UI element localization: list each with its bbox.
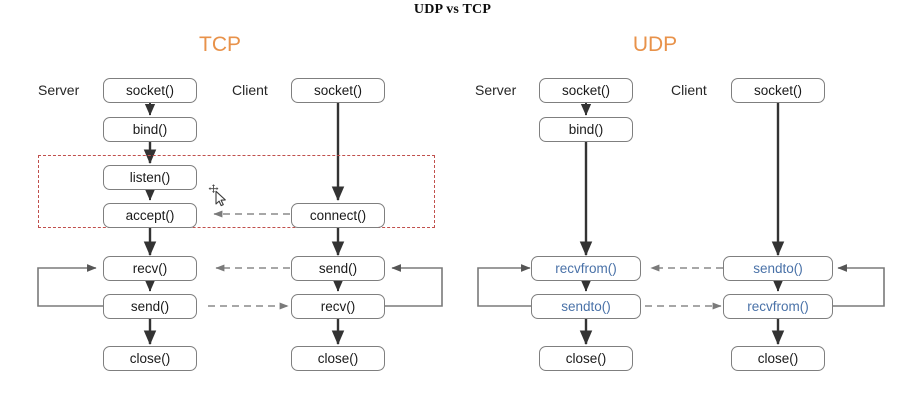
udp-server-node-recvfrom[interactable]: recvfrom() bbox=[531, 256, 641, 281]
page-title: UDP vs TCP bbox=[413, 2, 492, 17]
udp-client-loop-arrow bbox=[833, 264, 885, 307]
tcp-server-node-recv[interactable]: recv() bbox=[103, 256, 197, 281]
udp-client-node-socket[interactable]: socket() bbox=[731, 78, 825, 103]
udp-server-loop-arrow bbox=[477, 264, 537, 307]
udp-server-node-bind[interactable]: bind() bbox=[539, 117, 633, 142]
udp-server-node-close[interactable]: close() bbox=[539, 346, 633, 371]
tcp-server-node-close[interactable]: close() bbox=[103, 346, 197, 371]
move-cursor-icon bbox=[205, 183, 231, 209]
tcp-heading: TCP bbox=[199, 33, 241, 56]
tcp-server-node-send[interactable]: send() bbox=[103, 294, 197, 319]
tcp-client-loop-arrow bbox=[385, 264, 443, 307]
tcp-client-node-connect[interactable]: connect() bbox=[291, 203, 385, 228]
tcp-handshake-region bbox=[38, 155, 435, 228]
tcp-server-node-accept[interactable]: accept() bbox=[103, 203, 197, 228]
tcp-client-node-close[interactable]: close() bbox=[291, 346, 385, 371]
udp-client-node-sendto[interactable]: sendto() bbox=[723, 256, 833, 281]
udp-server-label: Server bbox=[475, 82, 517, 98]
tcp-client-label: Client bbox=[232, 82, 268, 98]
tcp-server-label: Server bbox=[38, 82, 80, 98]
tcp-cross-links bbox=[208, 210, 290, 310]
udp-server-node-socket[interactable]: socket() bbox=[539, 78, 633, 103]
udp-server-node-sendto[interactable]: sendto() bbox=[531, 294, 641, 319]
tcp-server-loop-arrow bbox=[37, 264, 104, 307]
udp-heading: UDP bbox=[632, 33, 678, 56]
tcp-client-node-recv[interactable]: recv() bbox=[291, 294, 385, 319]
udp-client-node-recvfrom[interactable]: recvfrom() bbox=[723, 294, 833, 319]
udp-cross-links bbox=[645, 264, 723, 310]
tcp-server-node-bind[interactable]: bind() bbox=[103, 117, 197, 142]
udp-client-node-close[interactable]: close() bbox=[731, 346, 825, 371]
tcp-server-node-socket[interactable]: socket() bbox=[103, 78, 197, 103]
tcp-client-node-socket[interactable]: socket() bbox=[291, 78, 385, 103]
tcp-client-node-send[interactable]: send() bbox=[291, 256, 385, 281]
tcp-server-node-listen[interactable]: listen() bbox=[103, 165, 197, 190]
udp-client-label: Client bbox=[671, 82, 707, 98]
